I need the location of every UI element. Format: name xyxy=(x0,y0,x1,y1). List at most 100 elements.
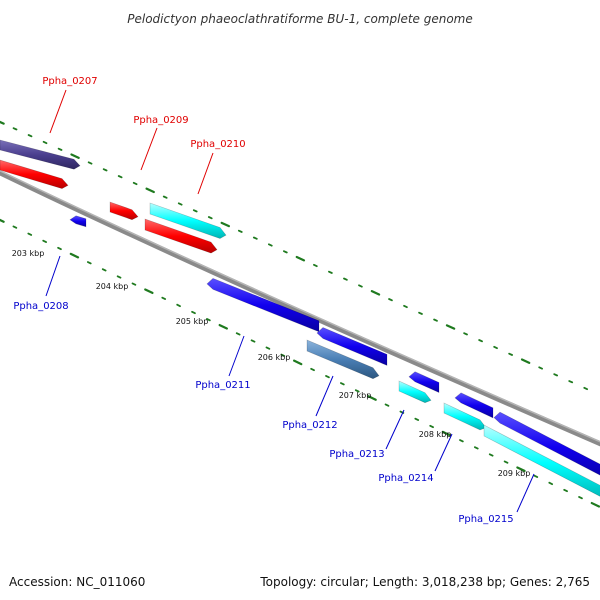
minor-tick xyxy=(101,268,107,272)
minor-tick xyxy=(459,439,464,443)
minor-tick xyxy=(265,346,271,350)
gene-features xyxy=(0,139,600,500)
minor-tick xyxy=(548,481,554,486)
minor-tick xyxy=(493,345,498,350)
genome-backbone-highlight xyxy=(0,170,600,443)
major-tick xyxy=(445,324,456,330)
minor-tick xyxy=(433,318,438,322)
major-tick xyxy=(295,255,306,262)
gene-label-ppha-0212[interactable]: Ppha_0212 xyxy=(282,375,338,431)
minor-tick xyxy=(563,488,568,493)
gene-label-ppha-0214[interactable]: Ppha_0214 xyxy=(378,433,453,484)
minor-tick xyxy=(533,474,539,478)
gene-label-text: Ppha_0209 xyxy=(133,115,188,126)
minor-tick xyxy=(358,284,363,288)
minor-tick xyxy=(414,417,420,421)
major-tick xyxy=(520,358,531,364)
minor-tick xyxy=(538,366,544,370)
minor-tick xyxy=(27,232,33,236)
gene-label-ppha-0209[interactable]: Ppha_0209 xyxy=(133,115,189,171)
gene-arrow-ppha-0209[interactable] xyxy=(109,201,139,221)
gene-arrow-ppha-0206[interactable] xyxy=(0,159,69,189)
minor-tick xyxy=(57,147,63,151)
gene-label-text: Ppha_0207 xyxy=(42,76,97,87)
gene-arrow-ppha-0207[interactable] xyxy=(0,139,81,170)
minor-tick xyxy=(116,275,122,279)
minor-tick xyxy=(161,296,167,300)
minor-tick xyxy=(57,246,62,251)
major-tick xyxy=(292,359,303,366)
minor-tick xyxy=(131,282,137,286)
minor-tick xyxy=(42,140,48,145)
gene-label-text: Ppha_0214 xyxy=(378,473,433,484)
major-tick xyxy=(218,323,228,330)
minor-tick xyxy=(343,277,348,281)
gene-arrow-ppha-0214[interactable] xyxy=(443,402,487,431)
minor-tick xyxy=(132,181,138,186)
minor-tick xyxy=(325,375,330,379)
minor-tick xyxy=(117,175,123,179)
gene-arrow-ppha-0212[interactable] xyxy=(306,339,380,380)
minor-tick xyxy=(237,229,243,233)
gene-arrow-ppha-0210b[interactable] xyxy=(144,218,218,254)
minor-tick xyxy=(384,403,390,407)
minor-tick xyxy=(418,311,423,315)
gene-arrow-ppha-0211[interactable] xyxy=(206,278,320,333)
minor-tick xyxy=(473,446,479,450)
minor-tick xyxy=(403,304,408,309)
minor-tick xyxy=(87,161,93,165)
gene-arrow-ppha-0215[interactable] xyxy=(483,424,600,500)
map-title: Pelodictyon phaeoclathratiforme BU-1, co… xyxy=(127,12,473,26)
minor-tick xyxy=(12,225,18,229)
gene-arrow-ppha-0213b[interactable] xyxy=(408,371,440,393)
minor-tick xyxy=(328,270,333,274)
gene-arrow-ppha-0216[interactable] xyxy=(493,411,600,482)
minor-tick xyxy=(388,298,393,302)
minor-tick xyxy=(250,339,256,343)
gene-label-ppha-0213[interactable]: Ppha_0213 xyxy=(329,409,405,460)
gene-arrow-ppha-0213[interactable] xyxy=(398,380,432,404)
minor-tick xyxy=(42,239,47,243)
minor-tick xyxy=(12,127,18,131)
minor-tick xyxy=(235,332,241,336)
major-tick xyxy=(441,430,452,437)
minor-tick xyxy=(162,195,168,199)
minor-tick xyxy=(86,261,92,265)
gene-label-ppha-0215[interactable]: Ppha_0215 xyxy=(458,473,535,525)
major-tick xyxy=(0,120,5,125)
genome-summary-text: Topology: circular; Length: 3,018,238 bp… xyxy=(259,575,590,589)
minor-tick xyxy=(340,382,345,386)
major-tick xyxy=(0,218,5,223)
tick-label-208: 208 kbp xyxy=(419,430,452,439)
major-tick xyxy=(144,288,154,295)
gene-label-ppha-0207[interactable]: Ppha_0207 xyxy=(42,76,98,134)
gene-label-text: Ppha_0215 xyxy=(458,514,513,525)
gene-label-ppha-0210[interactable]: Ppha_0210 xyxy=(190,139,246,195)
gene-arrow-ppha-0214b[interactable] xyxy=(454,392,494,419)
gene-label-text: Ppha_0213 xyxy=(329,449,384,460)
major-tick xyxy=(69,252,80,259)
tick-label-204: 204 kbp xyxy=(96,282,129,291)
minor-tick xyxy=(207,216,213,220)
minor-tick xyxy=(102,168,108,172)
tick-label-203: 203 kbp xyxy=(12,249,45,258)
minor-tick xyxy=(191,310,196,315)
minor-tick xyxy=(177,202,183,206)
tick-label-207: 207 kbp xyxy=(339,391,372,400)
gene-arrow-ppha-0211b[interactable] xyxy=(316,327,388,366)
minor-tick xyxy=(176,303,181,308)
inner-tick-track xyxy=(0,218,600,508)
minor-tick xyxy=(282,250,288,254)
minor-tick xyxy=(553,373,559,377)
gene-label-ppha-0211[interactable]: Ppha_0211 xyxy=(195,335,251,391)
minor-tick xyxy=(267,243,273,247)
minor-tick xyxy=(583,386,589,391)
gene-label-ppha-0208[interactable]: Ppha_0208 xyxy=(13,255,69,312)
gene-arrow-ppha-0210[interactable] xyxy=(149,202,227,239)
kbp-tick-labels: 203 kbp 204 kbp 205 kbp 206 kbp 207 kbp … xyxy=(12,249,531,478)
tick-label-205: 205 kbp xyxy=(176,317,209,326)
minor-tick xyxy=(310,367,315,372)
gene-arrow-ppha-0208[interactable] xyxy=(69,215,87,228)
minor-tick xyxy=(578,496,583,500)
